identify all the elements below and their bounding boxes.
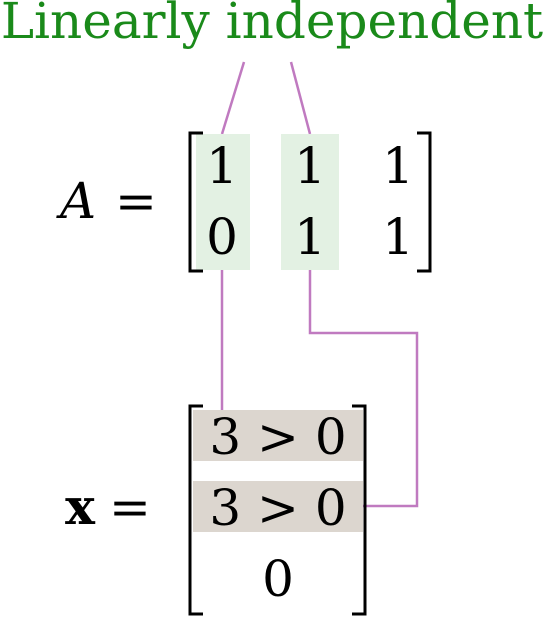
- matrix-a-entry-r1-c3: 1: [382, 137, 414, 195]
- vector-x-right-bracket: [352, 404, 367, 616]
- matrix-a-label: A: [56, 172, 96, 230]
- matrix-a-equals: =: [115, 172, 157, 230]
- vector-x-row-2-highlight: [193, 481, 363, 532]
- matrix-a-entry-r1-c1: 1: [206, 137, 238, 195]
- matrix-a-left-bracket: [188, 131, 203, 273]
- connector-column-2-to-x-row-2: [308, 270, 419, 508]
- vector-x-equals: =: [109, 478, 151, 536]
- matrix-a-entry-r2-c1: 0: [206, 208, 238, 266]
- connector-title-to-column-2: [289, 61, 312, 135]
- vector-x-entry-1: 3 > 0: [209, 408, 346, 466]
- connector-title-to-column-1: [220, 61, 246, 135]
- matrix-a-entry-r2-c2: 1: [294, 208, 326, 266]
- matrix-a-entry-r1-c2: 1: [294, 137, 326, 195]
- matrix-a-column-2-highlight: [281, 134, 339, 270]
- matrix-a-right-bracket: [417, 131, 432, 273]
- vector-x-entry-2: 3 > 0: [209, 479, 346, 537]
- vector-x-label: x: [65, 477, 96, 536]
- matrix-a-column-1-highlight: [196, 134, 250, 270]
- matrix-a-entry-r2-c3: 1: [382, 208, 414, 266]
- vector-x-row-1-highlight: [193, 410, 363, 461]
- diagram-title: Linearly independent: [1, 0, 543, 50]
- vector-x-entry-3: 0: [262, 550, 294, 608]
- vector-x-left-bracket: [188, 404, 203, 616]
